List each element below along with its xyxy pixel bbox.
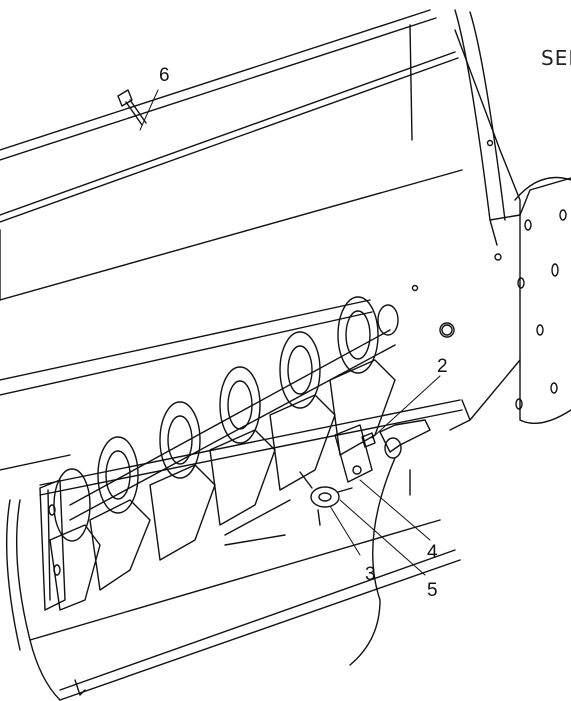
leader-lines	[139, 89, 441, 576]
callout-5: 5	[427, 580, 438, 601]
callout-3: 3	[365, 564, 376, 585]
bolt-part	[117, 89, 147, 126]
rotor-shaft	[69, 304, 399, 521]
sensor-assembly	[224, 419, 431, 666]
side-plate	[411, 29, 521, 431]
callout-2: 2	[437, 356, 448, 377]
callout-6: 6	[159, 65, 170, 86]
housing-hood	[0, 9, 521, 301]
rotor-drums	[49, 296, 396, 611]
right-bracket	[514, 176, 571, 424]
left-end-plate	[39, 479, 66, 611]
corner-text: SEI	[541, 46, 571, 70]
lower-frame	[0, 299, 463, 701]
callout-4: 4	[427, 542, 438, 563]
